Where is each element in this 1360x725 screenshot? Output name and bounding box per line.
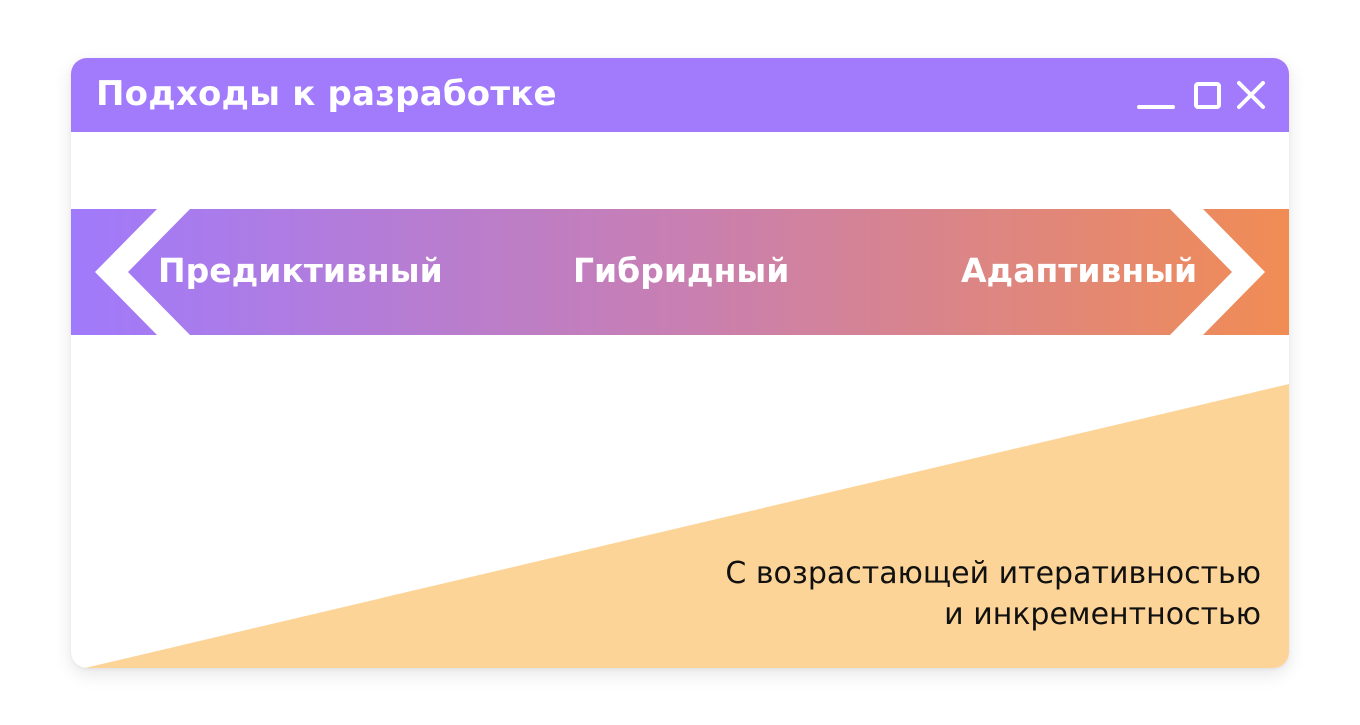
chevron-right-icon (1170, 209, 1265, 335)
close-button[interactable] (1234, 78, 1270, 114)
title-bar: Подходы к разработке (71, 58, 1289, 132)
note-line-2: и инкрементностью (944, 597, 1261, 632)
diagram-canvas (71, 209, 1289, 668)
label-predictive: Предиктивный (158, 251, 443, 290)
increasing-wedge (85, 384, 1289, 668)
minimize-button[interactable] (1137, 78, 1175, 114)
maximize-button[interactable] (1192, 78, 1228, 114)
iteration-note: С возрастающей итеративностью и инкремен… (725, 553, 1261, 635)
chevron-left-icon (95, 209, 190, 335)
window-title: Подходы к разработке (96, 74, 557, 114)
minimize-icon (1137, 105, 1175, 109)
close-icon (1237, 81, 1265, 109)
label-hybrid: Гибридный (573, 251, 790, 290)
label-adaptive: Адаптивный (961, 251, 1198, 290)
note-line-1: С возрастающей итеративностью (725, 556, 1261, 591)
spectrum-band (71, 209, 1289, 335)
app-window: Подходы к разработке Предиктивный Гибрид… (71, 58, 1289, 668)
maximize-icon (1194, 82, 1221, 109)
